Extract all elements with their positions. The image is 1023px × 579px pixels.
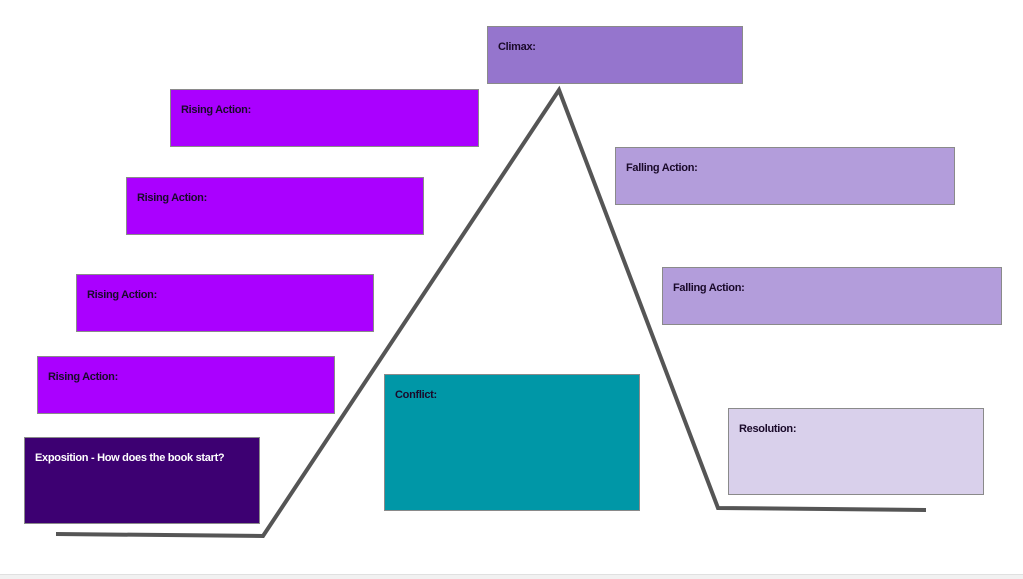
falling-action-label: Falling Action:: [673, 282, 745, 294]
rising-action-box-1[interactable]: Rising Action:: [170, 89, 479, 147]
falling-action-box-2[interactable]: Falling Action:: [662, 267, 1002, 325]
resolution-box[interactable]: Resolution:: [728, 408, 984, 495]
falling-action-box-1[interactable]: Falling Action:: [615, 147, 955, 205]
rising-action-label: Rising Action:: [181, 104, 251, 116]
exposition-label: Exposition - How does the book start?: [35, 452, 225, 464]
falling-action-label: Falling Action:: [626, 162, 698, 174]
rising-action-box-3[interactable]: Rising Action:: [76, 274, 374, 332]
rising-action-box-2[interactable]: Rising Action:: [126, 177, 424, 235]
resolution-label: Resolution:: [739, 423, 797, 435]
climax-box[interactable]: Climax:: [487, 26, 743, 84]
footer-bar: [0, 574, 1023, 579]
rising-action-box-4[interactable]: Rising Action:: [37, 356, 335, 414]
climax-label: Climax:: [498, 41, 536, 53]
rising-action-label: Rising Action:: [48, 371, 118, 383]
conflict-label: Conflict:: [395, 389, 437, 401]
rising-action-label: Rising Action:: [137, 192, 207, 204]
exposition-box[interactable]: Exposition - How does the book start?: [24, 437, 260, 524]
plot-line: [55, 85, 927, 539]
conflict-box[interactable]: Conflict:: [384, 374, 640, 511]
rising-action-label: Rising Action:: [87, 289, 157, 301]
